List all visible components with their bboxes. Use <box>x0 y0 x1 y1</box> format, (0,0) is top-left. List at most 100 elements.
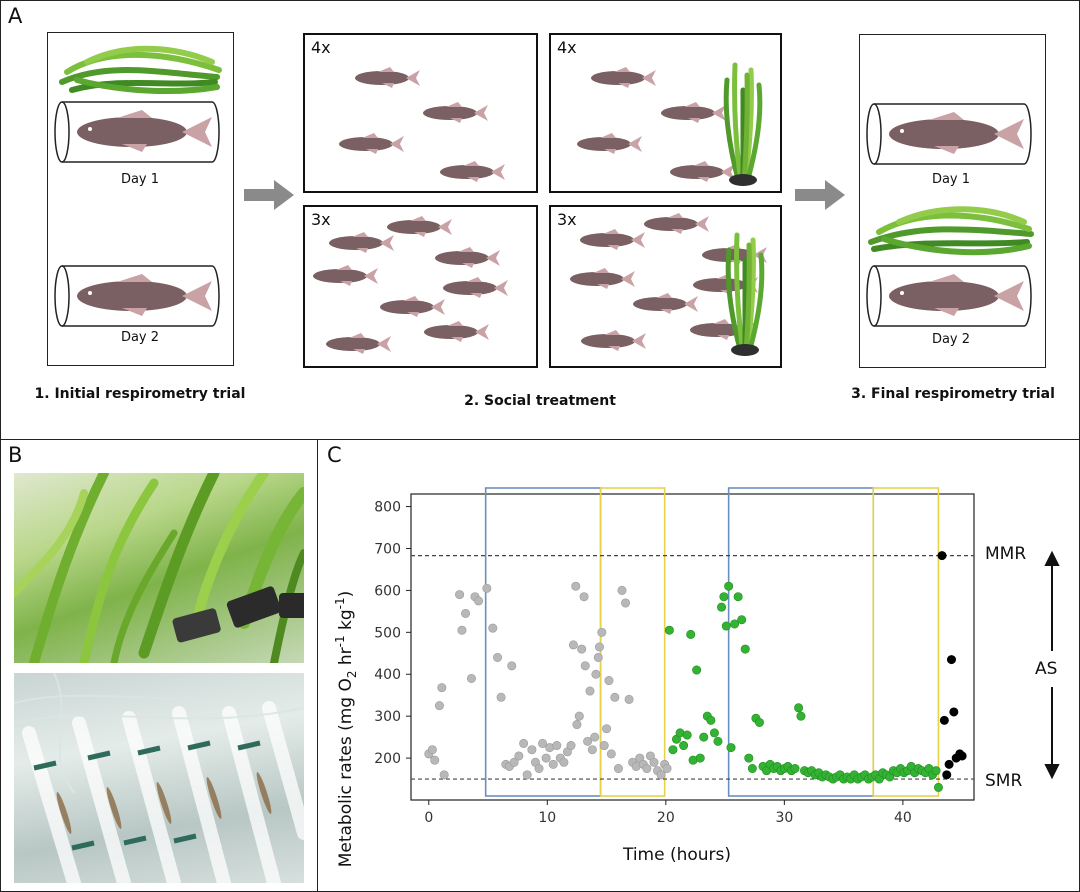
x-axis-label: Time (hours) <box>622 845 731 865</box>
green-data-point <box>740 644 750 654</box>
grey-data-point <box>579 592 589 602</box>
fish-icon <box>339 133 404 154</box>
panel-c-letter: C <box>327 443 342 467</box>
fish-icon <box>580 229 645 250</box>
green-data-point <box>713 736 723 746</box>
fish-icon <box>355 67 420 88</box>
y-tick-label: 500 <box>374 625 401 641</box>
group-multiplier: 3x <box>311 210 331 229</box>
green-data-point <box>754 717 764 727</box>
fish-icon <box>889 112 1024 154</box>
green-data-point <box>721 621 731 631</box>
grey-data-point <box>534 764 544 774</box>
grey-data-point <box>568 640 578 650</box>
grey-data-point <box>427 745 437 755</box>
day-label: Day 1 <box>931 172 971 187</box>
grey-data-point <box>656 770 666 780</box>
grey-data-point <box>559 757 569 767</box>
green-data-point <box>717 602 727 612</box>
y-tick-label: 400 <box>374 667 401 683</box>
black-data-point <box>942 770 952 780</box>
green-data-point <box>709 728 719 738</box>
fish-icon <box>440 161 505 182</box>
group-multiplier: 4x <box>311 38 331 57</box>
y-axis-label: Metabolic rates (mg O2 hr-1 kg-1) <box>333 591 359 868</box>
fish-icon <box>380 296 445 317</box>
green-data-point <box>730 619 740 629</box>
grey-data-point <box>519 738 529 748</box>
grey-data-point <box>591 669 601 679</box>
green-data-point <box>931 766 941 776</box>
grey-data-point <box>662 764 672 774</box>
grey-data-point <box>590 732 600 742</box>
grey-data-point <box>514 751 524 761</box>
grey-data-point <box>541 753 551 763</box>
grey-data-point <box>617 585 627 595</box>
fish-icon <box>423 102 488 123</box>
green-data-point <box>679 741 689 751</box>
grey-data-point <box>624 694 634 704</box>
x-tick-label: 20 <box>657 810 675 826</box>
group-multiplier: 4x <box>557 38 577 57</box>
green-data-point <box>790 764 800 774</box>
y-tick-label: 800 <box>374 500 401 516</box>
day-label: Day 2 <box>931 332 971 347</box>
black-data-point <box>957 751 967 761</box>
grey-data-point <box>527 745 537 755</box>
plot-frame <box>410 493 975 801</box>
panel-a-letter: A <box>8 4 23 28</box>
grey-data-point <box>602 724 612 734</box>
respirometry-chambers-photo <box>14 673 304 883</box>
fish-icon <box>77 110 212 152</box>
green-data-point <box>933 782 943 792</box>
grey-data-point <box>474 596 484 606</box>
green-data-point <box>744 753 754 763</box>
green-data-point <box>686 629 696 639</box>
grey-data-point <box>552 741 562 751</box>
grey-data-point <box>509 757 519 767</box>
green-data-point <box>682 730 692 740</box>
fish-icon <box>77 274 212 316</box>
fish-icon <box>326 333 391 354</box>
grey-data-point <box>572 720 582 730</box>
black-data-point <box>944 759 954 769</box>
green-data-point <box>706 715 716 725</box>
grey-data-point <box>522 770 532 780</box>
arrow-right-icon <box>795 180 845 210</box>
fish-icon <box>591 67 656 88</box>
fish-icon <box>581 330 646 351</box>
y-tick-label: 300 <box>374 709 401 725</box>
green-data-point <box>668 745 678 755</box>
yellow-period-box <box>599 487 666 797</box>
grey-data-point <box>457 625 467 635</box>
tube-icon <box>54 101 220 163</box>
green-data-point <box>695 753 705 763</box>
grey-data-point <box>593 652 603 662</box>
as-label: AS <box>1035 659 1057 679</box>
grey-data-point <box>455 590 465 600</box>
caption-initial-trial: 1. Initial respirometry trial <box>34 386 246 402</box>
grey-data-point <box>587 745 597 755</box>
black-data-point <box>937 551 947 561</box>
x-tick-label: 10 <box>538 810 556 826</box>
x-tick-label: 0 <box>424 810 433 826</box>
tube-icon <box>866 265 1032 327</box>
grey-data-point <box>507 661 517 671</box>
black-data-point <box>939 715 949 725</box>
grey-data-point <box>649 757 659 767</box>
seagrass-photo <box>14 473 304 663</box>
grey-data-point <box>571 581 581 591</box>
black-data-point <box>946 655 956 665</box>
seagrass-leaves <box>14 473 304 663</box>
initial-trial-box <box>47 32 234 366</box>
smr-label: SMR <box>985 771 1022 791</box>
black-point-series <box>937 551 967 780</box>
grey-data-point <box>621 598 631 608</box>
mmr-label: MMR <box>985 544 1026 564</box>
grey-data-point <box>594 642 604 652</box>
grey-data-point <box>437 683 447 693</box>
fish-icon <box>577 133 642 154</box>
day-label: Day 2 <box>120 330 160 345</box>
grey-data-point <box>613 764 623 774</box>
